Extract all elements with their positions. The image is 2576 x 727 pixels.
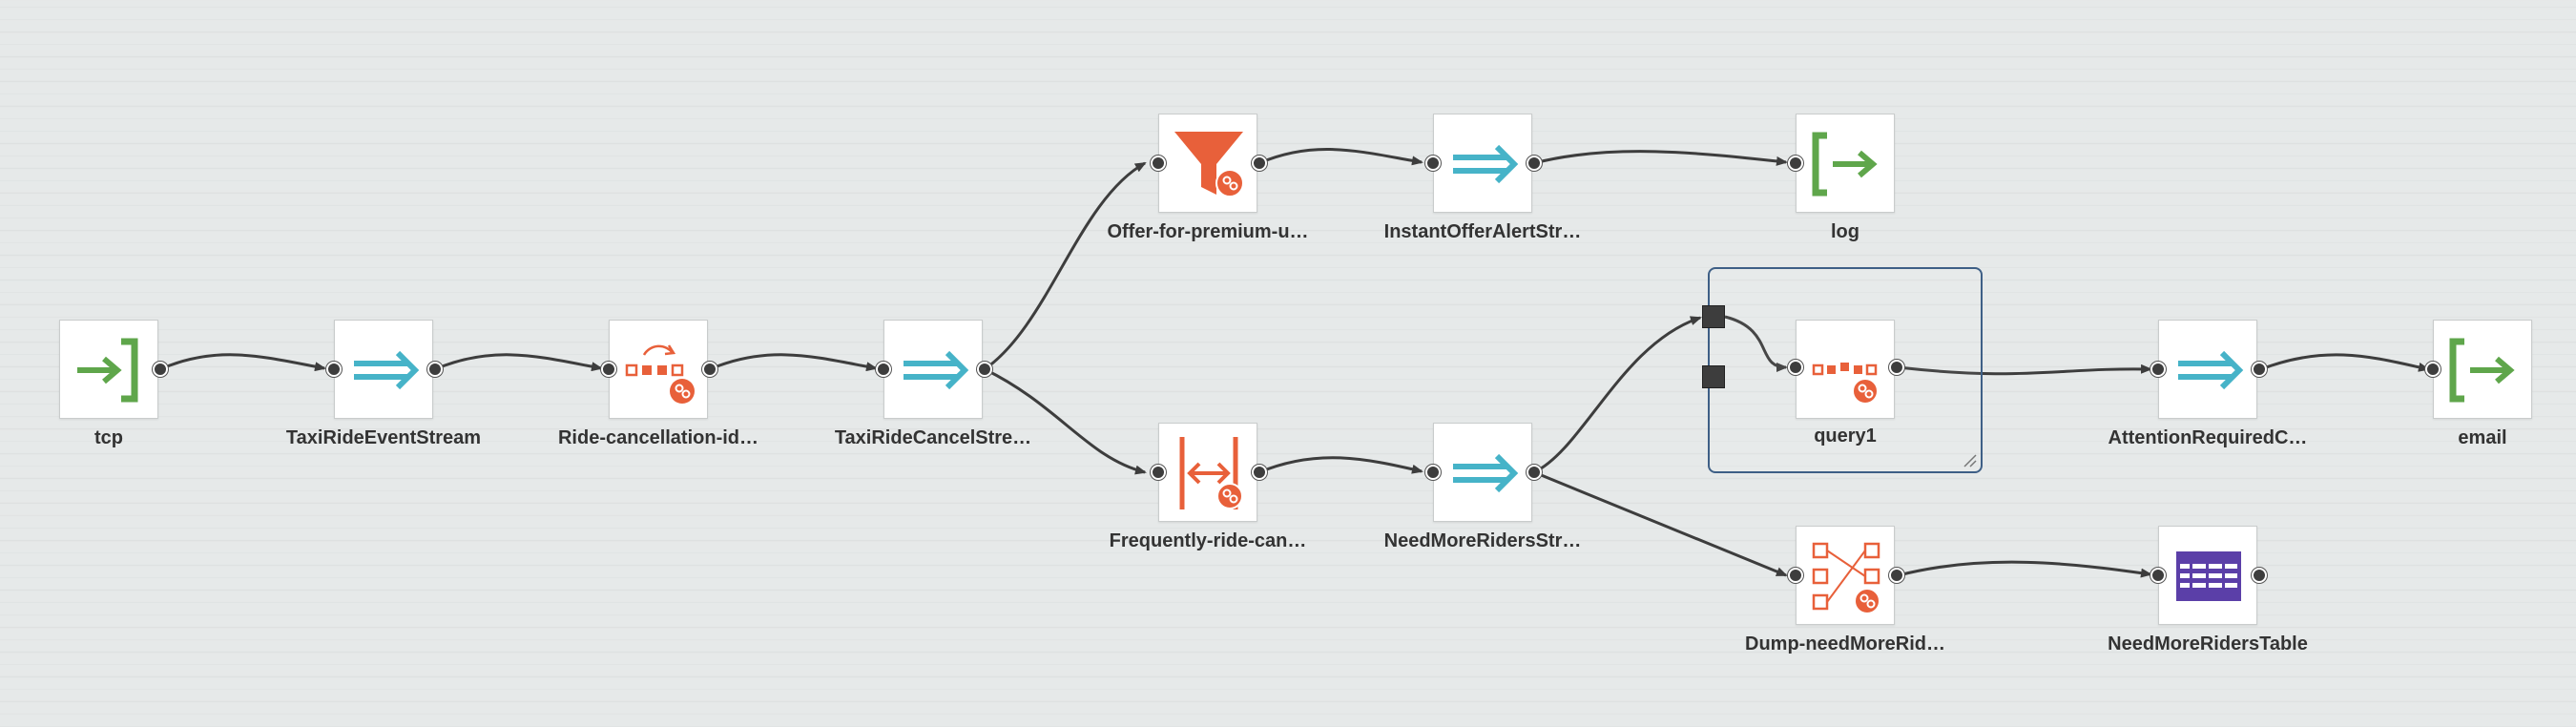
partition-input-port-bottom[interactable] <box>1702 365 1725 388</box>
source-arrow-icon <box>77 338 138 403</box>
input-port-need-more-riders-stream[interactable] <box>1425 465 1441 480</box>
edge-need-more-riders-stream-to-partition[interactable] <box>1533 316 1702 474</box>
edge-query1-to-attention-required[interactable] <box>1898 364 2152 376</box>
sink-arrow-icon <box>2449 338 2515 403</box>
join-query-icon <box>1812 542 1880 614</box>
edge-partition-to-query1[interactable] <box>1724 315 1788 372</box>
input-port-attention-required[interactable] <box>2150 362 2166 377</box>
edge-ride-cancellation-to-taxi-ride-cancel-stream[interactable] <box>709 353 878 372</box>
filter-funnel-icon <box>1174 132 1244 197</box>
edge-frequently-ride-can-to-need-more-riders-stream[interactable] <box>1258 456 1423 474</box>
input-port-taxi-ride-cancel-stream[interactable] <box>876 362 891 377</box>
query-node-dump-need-more-riders[interactable] <box>1796 526 1895 625</box>
edge-dump-need-more-riders-to-need-more-riders-table[interactable] <box>1898 560 2152 578</box>
output-port-attention-required[interactable] <box>2252 362 2267 377</box>
node-label-instant-offer-alert-stream: InstantOfferAlertStr… <box>1383 221 1582 242</box>
node-label-need-more-riders-stream: NeedMoreRidersStr… <box>1383 530 1582 551</box>
output-port-instant-offer-alert-stream[interactable] <box>1527 156 1542 171</box>
input-port-frequently-ride-can[interactable] <box>1151 465 1166 480</box>
input-port-instant-offer-alert-stream[interactable] <box>1425 156 1441 171</box>
node-label-attention-required: AttentionRequiredC… <box>2108 427 2308 448</box>
node-label-taxi-ride-event-stream: TaxiRideEventStream <box>285 427 482 448</box>
edge-instant-offer-alert-stream-to-log[interactable] <box>1533 150 1788 166</box>
input-port-email[interactable] <box>2425 362 2441 377</box>
input-port-taxi-ride-event-stream[interactable] <box>326 362 342 377</box>
node-label-need-more-riders-table: NeedMoreRidersTable <box>2108 634 2308 654</box>
stream-arrows-icon <box>354 350 420 390</box>
output-port-taxi-ride-event-stream[interactable] <box>427 362 443 377</box>
input-port-dump-need-more-riders[interactable] <box>1788 568 1803 583</box>
node-label-log: log <box>1831 221 1859 242</box>
output-port-dump-need-more-riders[interactable] <box>1889 568 1904 583</box>
table-grid-icon <box>2176 551 2241 601</box>
edge-taxi-ride-cancel-stream-to-frequently-ride-can[interactable] <box>984 367 1147 475</box>
query-node-frequently-ride-can[interactable] <box>1158 423 1257 522</box>
output-port-need-more-riders-table[interactable] <box>2252 568 2267 583</box>
sink-arrow-icon <box>1812 132 1878 197</box>
query-node-offer-for-premium[interactable] <box>1158 114 1257 213</box>
input-port-ride-cancellation[interactable] <box>601 362 616 377</box>
source-node-tcp[interactable] <box>59 320 158 419</box>
edge-attention-required-to-email[interactable] <box>2260 353 2430 372</box>
edge-tcp-to-taxi-ride-event-stream[interactable] <box>159 353 326 372</box>
stream-arrows-icon <box>904 350 969 390</box>
partition-input-port-top[interactable] <box>1702 305 1725 328</box>
node-label-dump-need-more-riders: Dump-needMoreRid… <box>1745 634 1945 654</box>
output-port-need-more-riders-stream[interactable] <box>1527 465 1542 480</box>
window-query-icon <box>1812 363 1879 405</box>
input-port-need-more-riders-table[interactable] <box>2150 568 2166 583</box>
input-port-query1[interactable] <box>1788 360 1803 375</box>
stream-arrows-icon <box>1453 144 1519 184</box>
query-node-query1[interactable] <box>1796 320 1895 419</box>
stream-node-attention-required[interactable] <box>2158 320 2257 419</box>
node-label-offer-for-premium: Offer-for-premium-u… <box>1107 221 1309 242</box>
output-port-tcp[interactable] <box>153 362 168 377</box>
node-label-tcp: tcp <box>94 427 123 448</box>
window-query-icon <box>625 344 695 404</box>
stream-node-taxi-ride-cancel-stream[interactable] <box>883 320 983 419</box>
input-port-log[interactable] <box>1788 156 1803 171</box>
stream-arrows-icon <box>1453 453 1519 493</box>
edge-offer-for-premium-to-instant-offer-alert-stream[interactable] <box>1258 148 1423 166</box>
edge-need-more-riders-stream-to-dump-need-more-riders[interactable] <box>1533 470 1788 577</box>
node-label-ride-cancellation: Ride-cancellation-id… <box>557 427 759 448</box>
query-node-ride-cancellation[interactable] <box>609 320 708 419</box>
edge-taxi-ride-cancel-stream-to-offer-for-premium[interactable] <box>984 161 1147 371</box>
pattern-query-icon <box>1179 437 1243 509</box>
sink-node-email[interactable] <box>2433 320 2532 419</box>
output-port-query1[interactable] <box>1889 360 1904 375</box>
sink-node-log[interactable] <box>1796 114 1895 213</box>
table-node-need-more-riders-table[interactable] <box>2158 526 2257 625</box>
node-label-frequently-ride-can: Frequently-ride-can… <box>1109 530 1307 551</box>
output-port-ride-cancellation[interactable] <box>702 362 717 377</box>
stream-arrows-icon <box>2178 350 2244 390</box>
node-label-email: email <box>2458 427 2507 448</box>
output-port-taxi-ride-cancel-stream[interactable] <box>977 362 992 377</box>
output-port-offer-for-premium[interactable] <box>1252 156 1267 171</box>
stream-node-taxi-ride-event-stream[interactable] <box>334 320 433 419</box>
output-port-frequently-ride-can[interactable] <box>1252 465 1267 480</box>
stream-node-instant-offer-alert-stream[interactable] <box>1433 114 1532 213</box>
edge-taxi-ride-event-stream-to-ride-cancellation[interactable] <box>434 353 603 372</box>
node-label-taxi-ride-cancel-stream: TaxiRideCancelStre… <box>834 427 1032 448</box>
resize-handle-icon[interactable] <box>1962 452 1977 467</box>
input-port-offer-for-premium[interactable] <box>1151 156 1166 171</box>
stream-node-need-more-riders-stream[interactable] <box>1433 423 1532 522</box>
node-label-query1: query1 <box>1814 426 1877 447</box>
